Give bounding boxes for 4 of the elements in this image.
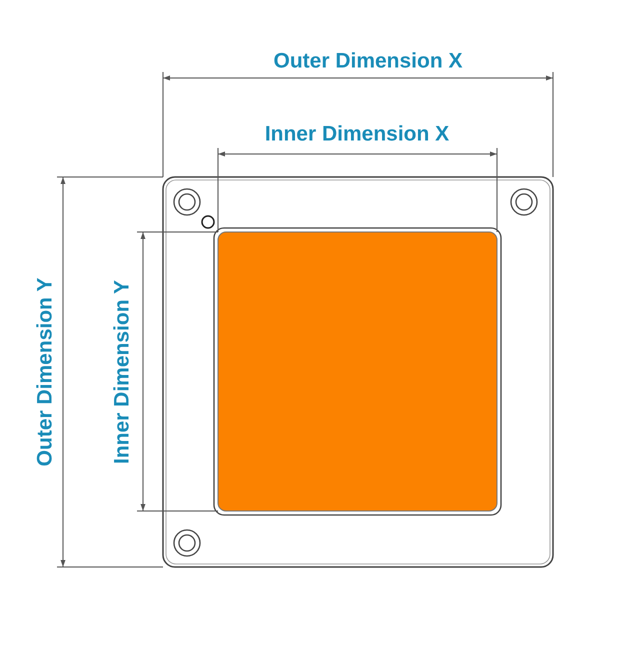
dimension-label: Inner Dimension X (264, 124, 450, 144)
dimension-label: Outer Dimension Y (34, 278, 56, 466)
dimension-label: Inner Dimension Y (112, 280, 132, 464)
dimension-label: Outer Dimension X (273, 50, 463, 72)
